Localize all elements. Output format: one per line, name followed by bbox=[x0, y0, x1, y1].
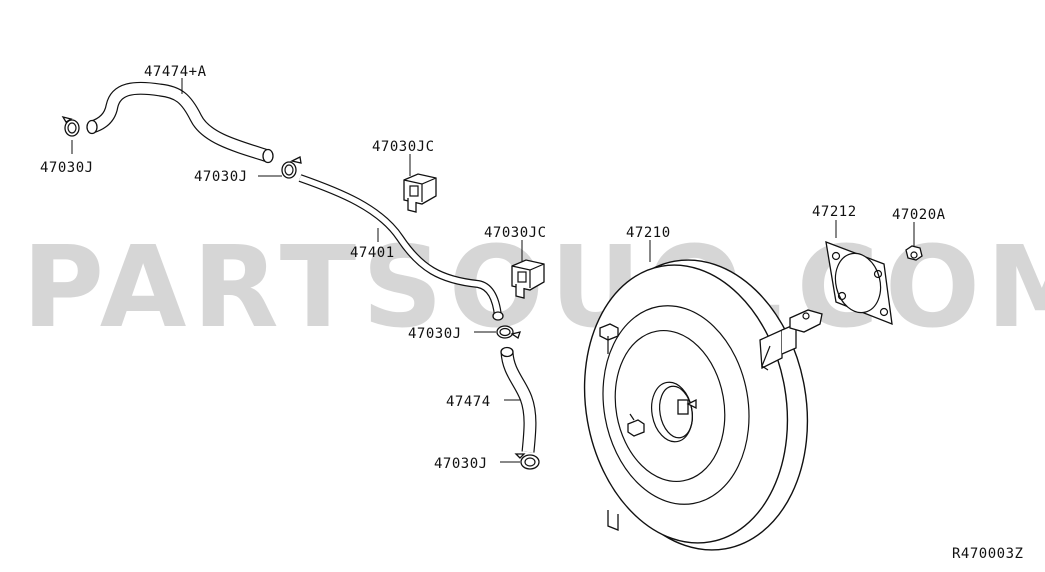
tube-part[interactable] bbox=[298, 174, 504, 321]
clamp-mid-part[interactable] bbox=[281, 156, 302, 179]
hose-upper-part[interactable] bbox=[86, 81, 274, 164]
leader-lines bbox=[71, 78, 915, 463]
label-clamp-mid[interactable]: 47030J bbox=[194, 169, 248, 185]
clamp-lower-upper-part[interactable] bbox=[496, 325, 521, 340]
gasket-part[interactable] bbox=[825, 240, 893, 326]
clamp-upper-left-part[interactable] bbox=[61, 115, 80, 137]
label-connector-upper[interactable]: 47030JC bbox=[372, 139, 435, 155]
label-hose-lower[interactable]: 47474 bbox=[446, 394, 491, 410]
connector-lower-part[interactable] bbox=[511, 259, 545, 299]
label-connector-lower[interactable]: 47030JC bbox=[484, 225, 547, 241]
label-clamp-lower-bottom[interactable]: 47030J bbox=[434, 456, 488, 472]
hose-lower-part[interactable] bbox=[500, 346, 537, 453]
label-clamp-lower-upper[interactable]: 47030J bbox=[408, 326, 462, 342]
label-nut[interactable]: 47020A bbox=[892, 207, 946, 223]
label-tube[interactable]: 47401 bbox=[350, 245, 395, 261]
nut-part[interactable] bbox=[905, 245, 923, 261]
label-booster[interactable]: 47210 bbox=[626, 225, 671, 241]
diagram-code: R470003Z bbox=[952, 546, 1023, 562]
clamp-lower-bottom-part[interactable] bbox=[514, 453, 540, 470]
brake-booster-part[interactable] bbox=[563, 243, 830, 567]
label-clamp-upper-left[interactable]: 47030J bbox=[40, 160, 94, 176]
connector-upper-part[interactable] bbox=[403, 173, 437, 213]
label-gasket[interactable]: 47212 bbox=[812, 204, 857, 220]
label-hose-upper[interactable]: 47474+A bbox=[144, 64, 207, 80]
